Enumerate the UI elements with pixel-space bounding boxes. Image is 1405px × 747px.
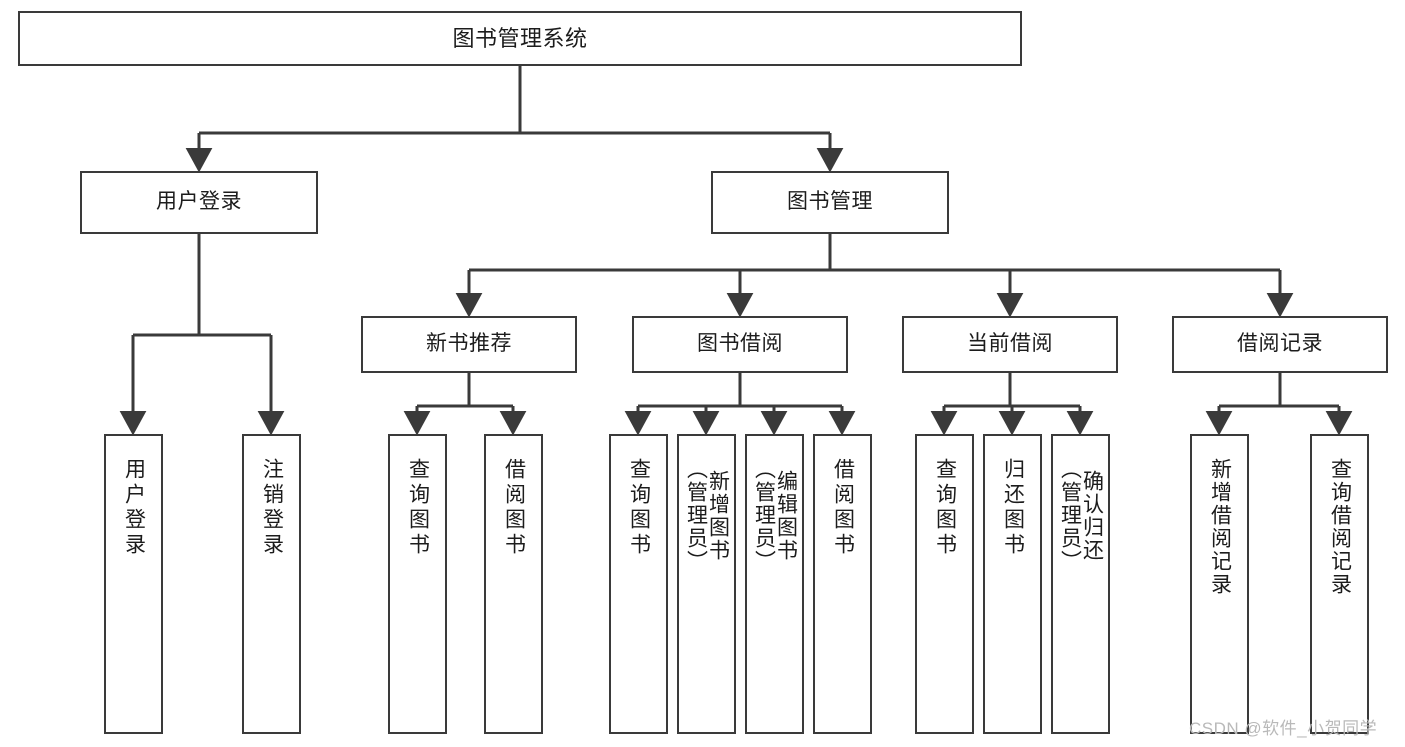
node-root[interactable]: 图书管理系统	[18, 11, 1022, 66]
node-leaf-logout[interactable]: 注销登录	[242, 434, 301, 734]
node-leaf-user-login[interactable]: 用户登录	[104, 434, 163, 734]
node-leaf-confirm-return[interactable]: 确认归还 （管理员）	[1051, 434, 1110, 734]
node-book-borrow-label: 图书借阅	[697, 332, 783, 356]
node-leaf-query-book-newbook[interactable]: 查询图书	[388, 434, 447, 734]
node-leaf-add-book[interactable]: 新增图书 （管理员）	[677, 434, 736, 734]
node-user-login-label: 用户登录	[156, 190, 242, 214]
node-leaf-add-book-label: 新增图书 （管理员）	[684, 458, 730, 573]
node-leaf-add-borrow-record[interactable]: 新增借阅记录	[1190, 434, 1249, 734]
node-leaf-query-book-borrow-label: 查询图书	[627, 458, 651, 558]
node-leaf-query-book-current[interactable]: 查询图书	[915, 434, 974, 734]
node-leaf-borrow-book-borrow-label: 借阅图书	[831, 458, 855, 558]
node-leaf-borrow-book-borrow[interactable]: 借阅图书	[813, 434, 872, 734]
node-leaf-borrow-book-newbook-label: 借阅图书	[502, 458, 526, 558]
node-current-borrow-label: 当前借阅	[967, 332, 1053, 356]
node-book-borrow[interactable]: 图书借阅	[632, 316, 848, 373]
node-book-manage[interactable]: 图书管理	[711, 171, 949, 234]
node-leaf-query-borrow-record[interactable]: 查询借阅记录	[1310, 434, 1369, 734]
node-book-manage-label: 图书管理	[787, 190, 873, 214]
node-leaf-return-book[interactable]: 归还图书	[983, 434, 1042, 734]
node-borrow-record[interactable]: 借阅记录	[1172, 316, 1388, 373]
node-leaf-query-book-newbook-label: 查询图书	[406, 458, 430, 558]
node-leaf-add-borrow-record-label: 新增借阅记录	[1208, 458, 1232, 596]
node-user-login[interactable]: 用户登录	[80, 171, 318, 234]
node-leaf-return-book-label: 归还图书	[1001, 458, 1025, 558]
node-leaf-query-borrow-record-label: 查询借阅记录	[1328, 458, 1352, 596]
csdn-watermark: CSDN @软件_小贺同学	[1189, 719, 1378, 738]
node-new-book-recommend[interactable]: 新书推荐	[361, 316, 577, 373]
node-leaf-edit-book[interactable]: 编辑图书 （管理员）	[745, 434, 804, 734]
node-current-borrow[interactable]: 当前借阅	[902, 316, 1118, 373]
node-leaf-edit-book-label: 编辑图书 （管理员）	[752, 458, 798, 573]
node-root-label: 图书管理系统	[452, 25, 588, 51]
node-leaf-logout-label: 注销登录	[260, 458, 284, 558]
node-leaf-user-login-label: 用户登录	[122, 458, 146, 558]
node-new-book-recommend-label: 新书推荐	[426, 332, 512, 356]
node-leaf-borrow-book-newbook[interactable]: 借阅图书	[484, 434, 543, 734]
node-borrow-record-label: 借阅记录	[1237, 332, 1323, 356]
node-leaf-query-book-borrow[interactable]: 查询图书	[609, 434, 668, 734]
node-leaf-confirm-return-label: 确认归还 （管理员）	[1058, 458, 1104, 573]
node-leaf-query-book-current-label: 查询图书	[933, 458, 957, 558]
